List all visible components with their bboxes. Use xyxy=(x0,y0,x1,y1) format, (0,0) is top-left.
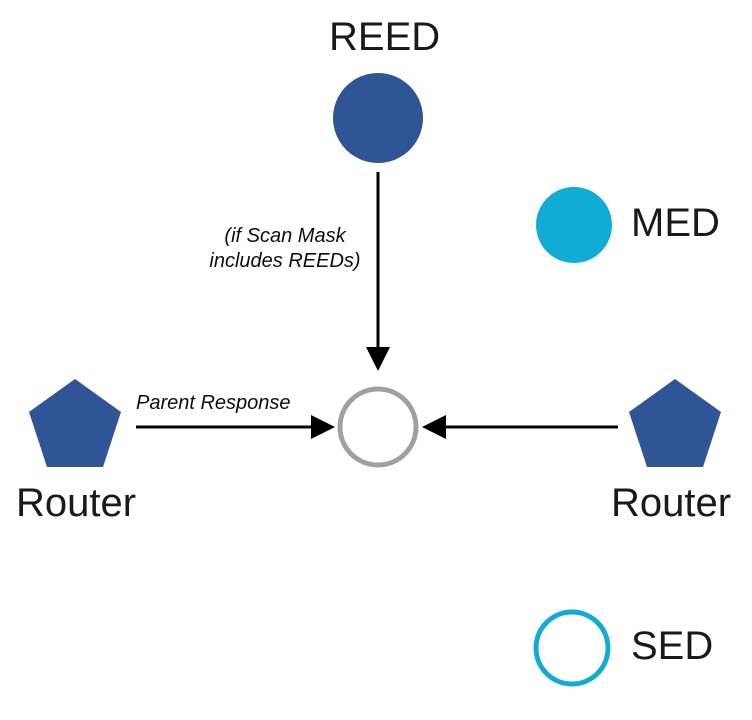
node-router-right-shape[interactable] xyxy=(629,379,721,467)
node-joiner-shape[interactable] xyxy=(337,386,419,468)
node-router-left-shape[interactable] xyxy=(29,379,121,467)
node-label-sed: SED xyxy=(631,624,714,668)
edge-label-scan-mask-line1: (if Scan Mask xyxy=(224,225,346,247)
node-label-router-left: Router xyxy=(16,481,137,525)
edge-label-scan-mask: (if Scan Mask includes REEDs) xyxy=(196,224,374,274)
edge-label-scan-mask-line2: includes REEDs) xyxy=(209,250,361,272)
edge-label-parent-response: Parent Response xyxy=(136,392,291,414)
node-reed-shape[interactable] xyxy=(333,73,423,163)
node-label-reed: REED xyxy=(329,15,441,59)
node-label-med: MED xyxy=(631,201,720,245)
node-med-shape[interactable] xyxy=(536,187,612,263)
node-label-router-right: Router xyxy=(611,481,732,525)
node-sed-shape[interactable] xyxy=(533,609,611,687)
